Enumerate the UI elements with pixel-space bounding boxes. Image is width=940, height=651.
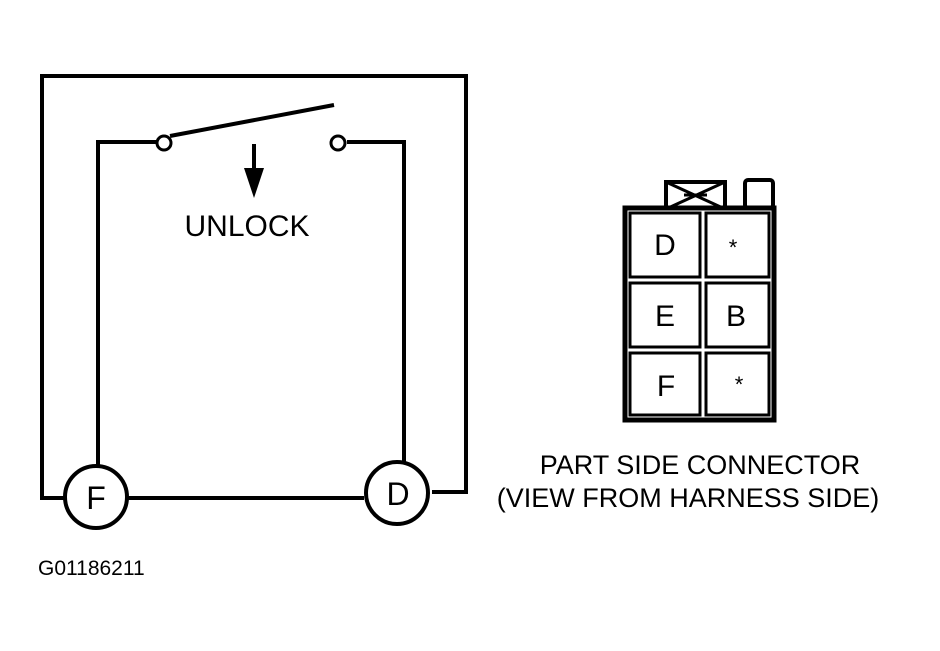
left-inner-wire: [96, 140, 158, 468]
terminal-right-label: D: [386, 476, 409, 512]
connector-cell-r2-c1: E: [655, 300, 675, 333]
connector-cell-r3-c1: F: [657, 370, 675, 403]
connector-lock-tab: [664, 180, 727, 211]
switch-contact-left: [155, 134, 173, 152]
connector-caption-line2: (VIEW FROM HARNESS SIDE): [497, 483, 880, 513]
terminal-left: F: [63, 464, 129, 530]
terminal-left-label: F: [86, 480, 106, 516]
connector-caption-line1: PART SIDE CONNECTOR: [540, 450, 861, 480]
connector-key-tab: [743, 178, 775, 210]
arrow-down-icon: [244, 144, 264, 198]
switch-blade: [169, 103, 335, 138]
connector: D * E B F *: [622, 178, 777, 423]
outer-wire: [40, 74, 468, 500]
connector-cell-r3-c2: *: [735, 372, 744, 397]
terminal-right: D: [364, 460, 430, 526]
switch-contact-right: [329, 134, 347, 152]
figure-id: G01186211: [38, 557, 145, 580]
right-inner-wire: [347, 140, 406, 463]
unlock-label: UNLOCK: [184, 210, 309, 243]
connector-cell-r1-c2: *: [729, 235, 738, 260]
connector-cell-r1-c1: D: [654, 229, 676, 262]
connector-cell-r2-c2: B: [726, 300, 746, 333]
